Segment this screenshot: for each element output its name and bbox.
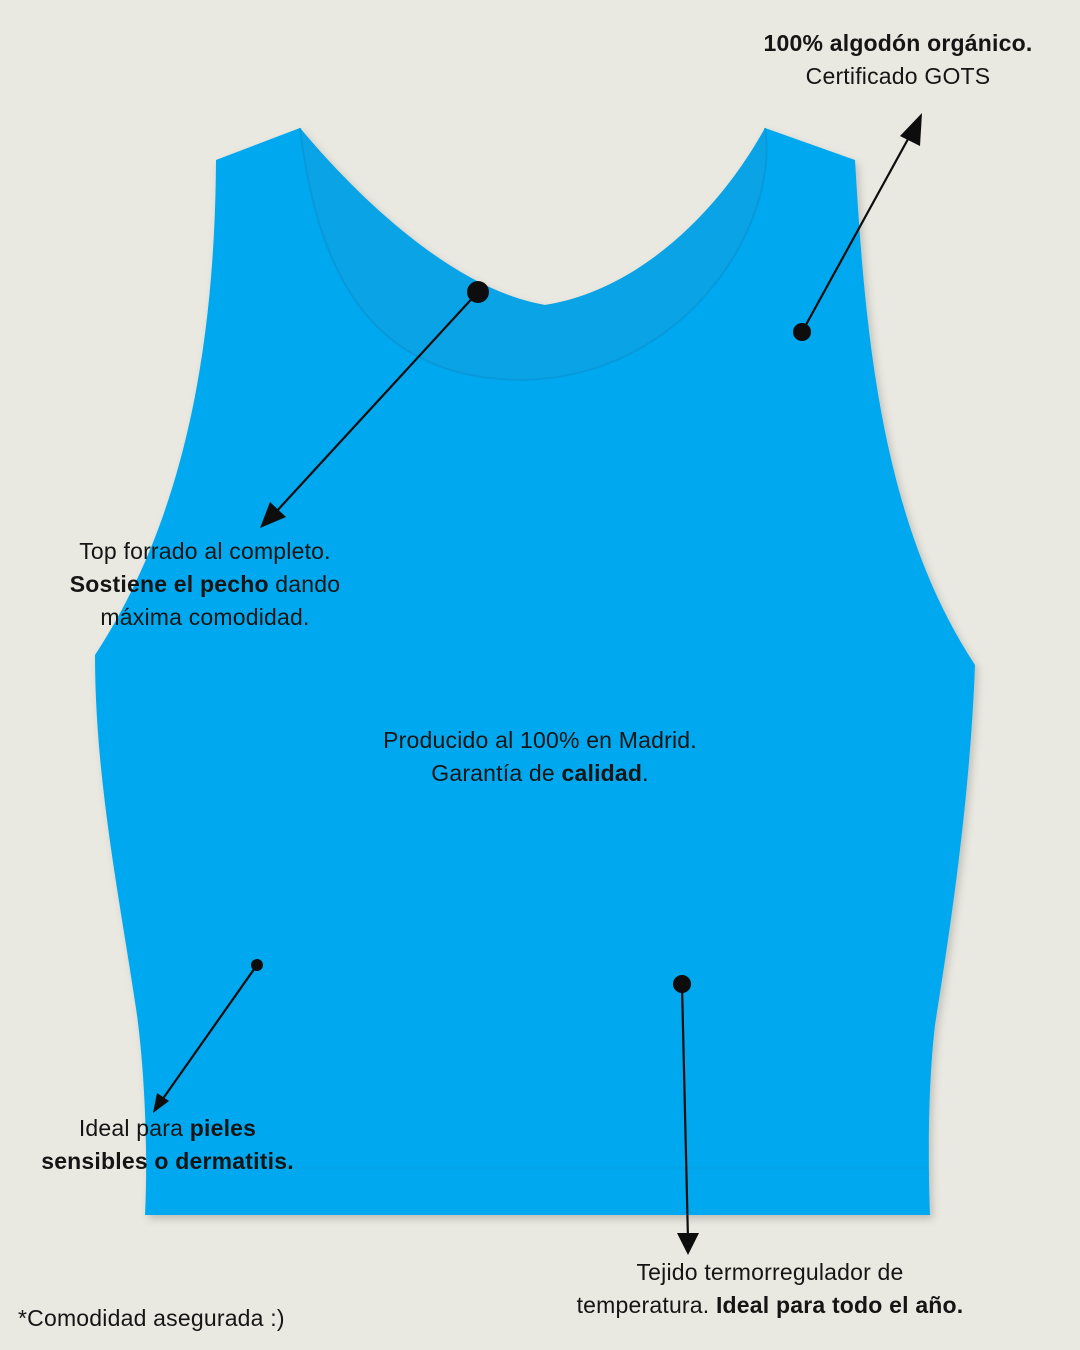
arrowhead-skin bbox=[153, 1093, 169, 1113]
caption-thermo-line1: Tejido termorregulador de bbox=[636, 1259, 904, 1285]
pointer-line-organic bbox=[801, 129, 914, 333]
caption-skin-pre: Ideal para bbox=[78, 1115, 190, 1141]
marker-dot-lined bbox=[467, 281, 489, 303]
caption-madrid-pre: Garantía de bbox=[431, 760, 562, 786]
arrowhead-organic bbox=[900, 113, 922, 146]
caption-made-in-madrid: Producido al 100% en Madrid. Garantía de… bbox=[340, 724, 740, 790]
caption-madrid-bold: calidad bbox=[561, 760, 643, 786]
caption-lined-bold: Sostiene el pecho bbox=[69, 571, 269, 597]
caption-organic-title: 100% algodón orgánico. bbox=[763, 30, 1033, 56]
caption-thermo-pre: temperatura. bbox=[576, 1292, 716, 1318]
pointer-line-thermo bbox=[680, 984, 690, 1241]
arrowhead-lined bbox=[260, 502, 286, 528]
caption-organic-subtitle: Certificado GOTS bbox=[805, 63, 991, 89]
caption-skin-line1: Ideal para pieles bbox=[10, 1112, 325, 1145]
neckline-band bbox=[300, 128, 767, 380]
caption-skin-bold2: sensibles o dermatitis. bbox=[41, 1148, 294, 1174]
caption-lined-line3: máxima comodidad. bbox=[100, 604, 310, 630]
caption-skin-bold1: pieles bbox=[189, 1115, 257, 1141]
caption-fully-lined: Top forrado al completo. Sostiene el pec… bbox=[20, 535, 390, 634]
neckline-seam bbox=[299, 127, 768, 382]
footer-note: *Comodidad asegurada :) bbox=[18, 1305, 285, 1331]
caption-thermoregulating: Tejido termorregulador de temperatura. I… bbox=[520, 1256, 1020, 1322]
arrowhead-thermo bbox=[677, 1233, 699, 1255]
marker-dot-skin bbox=[251, 959, 263, 971]
caption-lined-rest: dando bbox=[268, 571, 341, 597]
caption-organic-cotton: 100% algodón orgánico. Certificado GOTS bbox=[720, 27, 1076, 93]
tank-top-body bbox=[95, 128, 975, 1215]
caption-sensitive-skin: Ideal para pieles sensibles o dermatitis… bbox=[10, 1112, 325, 1178]
caption-madrid-post: . bbox=[642, 760, 649, 786]
pointer-line-lined bbox=[274, 291, 479, 514]
caption-madrid-line2: Garantía de calidad. bbox=[340, 757, 740, 790]
caption-thermo-line2: temperatura. Ideal para todo el año. bbox=[520, 1289, 1020, 1322]
caption-lined-line2: Sostiene el pecho dando bbox=[20, 568, 390, 601]
caption-madrid-line1: Producido al 100% en Madrid. bbox=[383, 727, 697, 753]
caption-thermo-bold: Ideal para todo el año. bbox=[715, 1292, 964, 1318]
pointer-line-skin bbox=[161, 964, 258, 1101]
marker-dot-thermo bbox=[673, 975, 691, 993]
caption-lined-line1: Top forrado al completo. bbox=[79, 538, 331, 564]
marker-dot-organic bbox=[793, 323, 811, 341]
